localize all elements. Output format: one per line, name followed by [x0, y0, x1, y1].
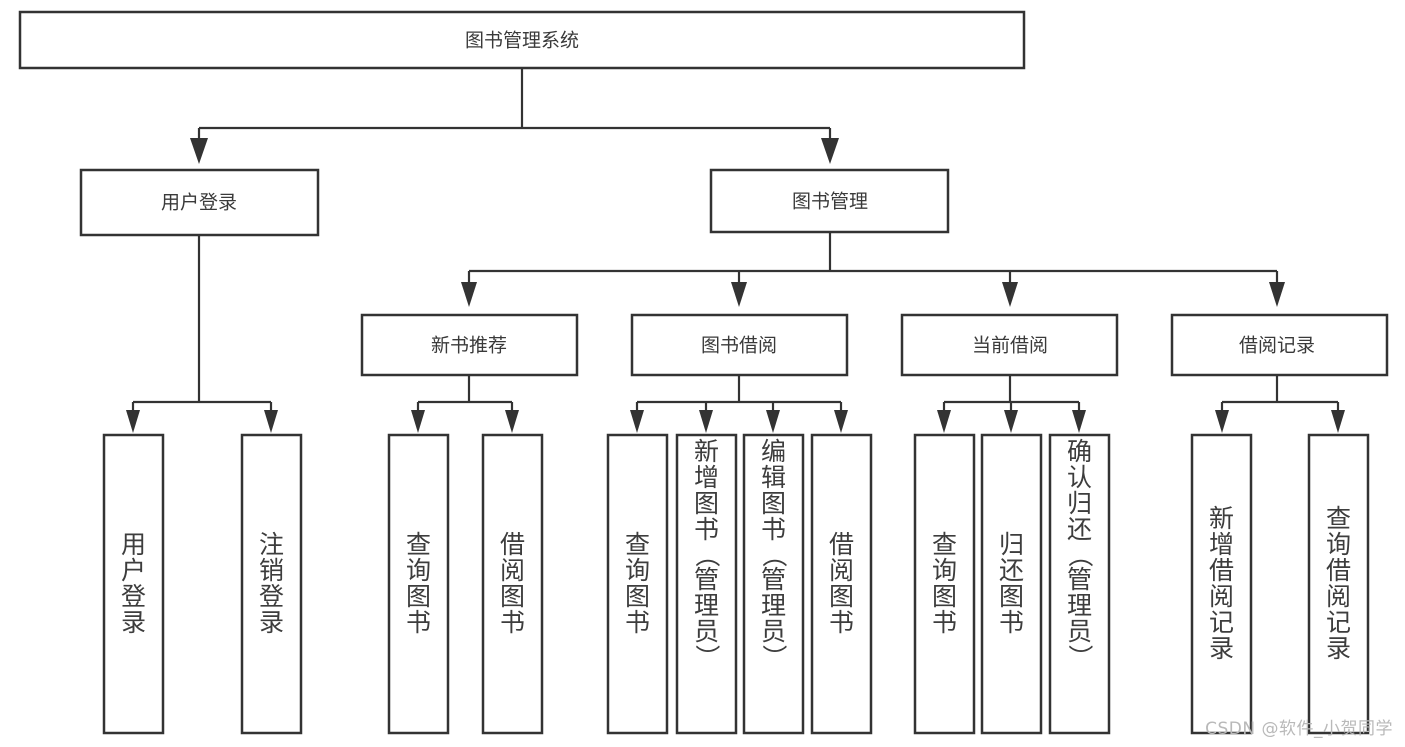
node-leaf-cb-return-book-box[interactable]	[980, 433, 1043, 735]
arrow-head-user-login	[190, 138, 208, 164]
node-user-login-box[interactable]	[79, 168, 320, 237]
arrow-head-cb-query-book	[937, 410, 951, 433]
label-book-management: 图书管理	[792, 191, 868, 213]
arrow-head-nb-borrow-book	[505, 410, 519, 433]
arrow-head-current-borrow	[1002, 282, 1018, 307]
node-root-box[interactable]	[18, 10, 1026, 70]
arrow-head-bb-add-book	[699, 410, 713, 433]
node-leaf-nb-query-book-box[interactable]	[387, 433, 450, 735]
arrow-head-bb-borrow-book	[834, 410, 848, 433]
arrow-head-book-mgmt	[821, 138, 839, 164]
arrow-head-nb-query-book	[411, 410, 425, 433]
connector-group-book-borrow	[630, 375, 848, 433]
node-leaf-bb-borrow-book-box[interactable]	[810, 433, 873, 735]
node-borrow-record-box[interactable]	[1170, 313, 1389, 377]
label-borrow-record: 借阅记录	[1239, 335, 1315, 357]
arrow-head-bb-edit-book	[766, 410, 780, 433]
arrow-head-new-book-recommend	[461, 282, 477, 307]
node-leaf-bb-query-book-box[interactable]	[606, 433, 669, 735]
arrow-head-br-add-record	[1215, 410, 1229, 433]
node-leaf-nb-borrow-book-box[interactable]	[481, 433, 544, 735]
label-book-borrow: 图书借阅	[701, 335, 777, 357]
node-new-book-recommend-box[interactable]	[360, 313, 579, 377]
label-new-book-recommend: 新书推荐	[431, 335, 507, 357]
arrow-head-cb-return-book	[1004, 410, 1018, 433]
node-leaf-cb-confirm-return-box[interactable]	[1048, 433, 1111, 735]
node-book-management-box[interactable]	[709, 168, 950, 234]
node-leaf-br-add-record-box[interactable]	[1190, 433, 1253, 735]
node-leaf-cb-query-book-box[interactable]	[913, 433, 976, 735]
arrow-head-book-borrow	[731, 282, 747, 307]
connector-group-current-borrow	[937, 375, 1086, 433]
watermark-text: CSDN @软件_小贺同学	[1205, 719, 1393, 739]
node-leaf-bb-edit-book-box[interactable]	[742, 433, 805, 735]
connector-group-user-login	[126, 235, 278, 433]
node-book-borrow-box[interactable]	[630, 313, 849, 377]
node-leaf-bb-add-book-box[interactable]	[675, 433, 738, 735]
label-root: 图书管理系统	[465, 30, 579, 52]
arrow-head-bb-query-book	[630, 410, 644, 433]
node-leaf-br-query-record-box[interactable]	[1307, 433, 1370, 735]
arrow-head-leaf-logout	[264, 410, 278, 433]
label-user-login: 用户登录	[161, 192, 237, 214]
arrow-head-leaf-user-login	[126, 410, 140, 433]
node-leaf-logout-box[interactable]	[240, 433, 303, 735]
connector-group-root	[190, 68, 839, 164]
connector-group-new-book-recommend	[411, 375, 519, 433]
connector-group-borrow-record	[1215, 375, 1345, 433]
arrow-head-cb-confirm-return	[1072, 410, 1086, 433]
arrow-head-br-query-record	[1331, 410, 1345, 433]
node-leaf-user-login-box[interactable]	[102, 433, 165, 735]
node-current-borrow-box[interactable]	[900, 313, 1119, 377]
label-current-borrow: 当前借阅	[972, 335, 1048, 357]
connector-group-book-management	[461, 232, 1285, 307]
arrow-head-borrow-record	[1269, 282, 1285, 307]
